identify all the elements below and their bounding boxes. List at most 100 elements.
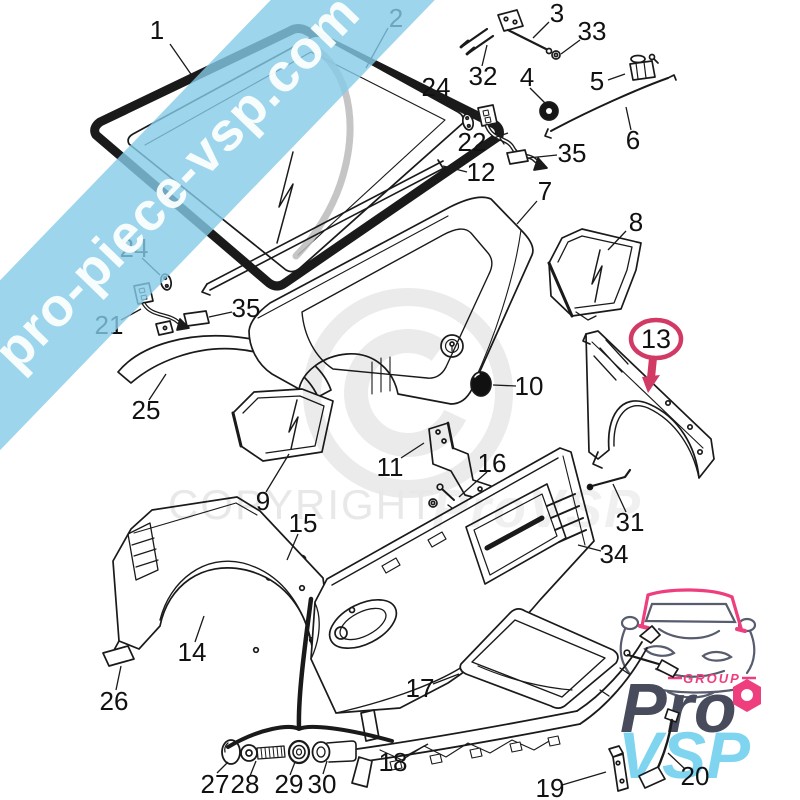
leader-line-18 xyxy=(405,743,429,757)
leader-line-19 xyxy=(561,771,607,786)
part-label-14: 14 xyxy=(178,637,207,667)
part-17-lower-grille xyxy=(459,608,619,709)
part-28-screw xyxy=(240,744,286,762)
copyright-c-icon xyxy=(344,329,472,457)
part-label-4: 4 xyxy=(520,62,534,92)
part-label-22: 22 xyxy=(458,127,487,157)
part-32-bolts xyxy=(459,27,495,56)
leader-line-1 xyxy=(169,43,196,81)
leader-line-28 xyxy=(249,760,257,777)
part-4-grommet xyxy=(539,101,559,121)
part-10-grommet xyxy=(470,371,492,397)
logo-hex-nut-hole xyxy=(741,689,753,701)
part-label-15: 15 xyxy=(289,508,318,538)
part-label-33: 33 xyxy=(578,16,607,46)
part-label-30: 30 xyxy=(308,769,337,799)
fastener-pointer-curve xyxy=(226,596,394,749)
part-label-8: 8 xyxy=(629,207,643,237)
leader-line-29 xyxy=(289,761,296,776)
part-label-20: 20 xyxy=(681,761,710,791)
provsp-logo: GROUP Pro VSP xyxy=(618,588,761,792)
copyright-watermark-text: COPYRIGHT xyxy=(168,481,436,528)
leader-line-9 xyxy=(265,453,290,493)
part-labels-layer: 1233332456242235127824213525109111615313… xyxy=(95,0,710,800)
part-3-hinge xyxy=(497,9,553,55)
part-label-35a: 35 xyxy=(558,138,587,168)
leader-line-4 xyxy=(529,87,546,104)
leader-line-34 xyxy=(577,544,602,552)
part-label-6: 6 xyxy=(626,125,640,155)
part-29-washer xyxy=(287,739,311,765)
part-label-10: 10 xyxy=(515,371,544,401)
part-label-19: 19 xyxy=(536,773,565,800)
part-34-front-bumper xyxy=(310,447,595,714)
part-35a-pad xyxy=(506,149,529,165)
part-30-spacer xyxy=(311,740,357,763)
leader-line-14 xyxy=(194,615,205,643)
leader-line-22 xyxy=(484,132,509,142)
leader-line-32 xyxy=(481,44,488,67)
highlight-arrow-shaft xyxy=(647,357,657,379)
parts-line-art xyxy=(90,9,715,792)
leader-line-10 xyxy=(492,384,517,387)
leader-line-27 xyxy=(216,761,229,774)
part-label-11: 11 xyxy=(377,452,404,482)
part-8-corner-panel xyxy=(547,228,642,321)
leader-line-6 xyxy=(625,106,632,131)
part-label-17: 17 xyxy=(406,673,435,703)
part-label-27: 27 xyxy=(201,769,230,799)
leader-line-35b xyxy=(208,311,233,318)
logo-name-top: Pro xyxy=(620,669,737,747)
leader-line-17 xyxy=(432,673,460,685)
part-label-35b: 35 xyxy=(232,293,261,323)
leader-line-12 xyxy=(442,165,468,173)
part-31-rod xyxy=(586,468,632,491)
watermark-layer: COPYRIGHT ProVSP xyxy=(168,288,642,539)
leader-line-8 xyxy=(607,230,627,251)
part-label-34: 34 xyxy=(600,539,629,569)
leader-line-31 xyxy=(612,483,627,513)
part-13-fender-right xyxy=(582,330,715,479)
part-label-25: 25 xyxy=(132,395,161,425)
leader-line-20 xyxy=(667,752,686,770)
leader-line-26 xyxy=(115,665,122,691)
leader-line-5 xyxy=(607,73,626,81)
leader-line-33 xyxy=(560,39,581,55)
part-6-rod xyxy=(544,74,677,139)
part-label-1: 1 xyxy=(150,15,164,45)
leader-line-7 xyxy=(516,200,538,225)
part-24a-clip xyxy=(461,113,475,131)
leader-line-24a xyxy=(442,96,463,113)
highlight-arrow-head-icon xyxy=(642,375,660,393)
part-label-24a: 24 xyxy=(422,72,451,102)
leader-line-16 xyxy=(458,471,488,498)
part-label-32: 32 xyxy=(469,61,498,91)
leader-line-15 xyxy=(286,533,299,561)
part-label-5: 5 xyxy=(590,66,604,96)
part-35b-pad xyxy=(183,310,210,327)
logo-group-label: GROUP xyxy=(683,671,741,686)
part-20-stay-rod xyxy=(638,708,680,789)
leader-line-35a xyxy=(527,154,558,159)
part-33-nut xyxy=(551,50,561,60)
part-12-trim-strip xyxy=(201,159,447,296)
part-label-28: 28 xyxy=(231,769,260,799)
copyright-watermark-ghost: ProVSP xyxy=(432,479,642,539)
highlight-part-number: 13 xyxy=(641,324,671,354)
part-19-bracket xyxy=(608,745,629,792)
highlight-part-13: 13 xyxy=(628,317,684,393)
part-label-31: 31 xyxy=(616,507,645,537)
part-26-strip xyxy=(102,645,135,667)
part-label-9: 9 xyxy=(256,486,270,516)
leader-line-30 xyxy=(322,760,328,775)
copyright-ring-icon xyxy=(303,288,513,498)
part-label-7: 7 xyxy=(538,176,552,206)
part-label-29: 29 xyxy=(275,769,304,799)
logo-car-roof-pink xyxy=(638,588,747,633)
leader-line-25 xyxy=(148,373,167,401)
part-label-12: 12 xyxy=(467,157,496,187)
part-label-18: 18 xyxy=(379,747,408,777)
part-label-26: 26 xyxy=(100,686,129,716)
